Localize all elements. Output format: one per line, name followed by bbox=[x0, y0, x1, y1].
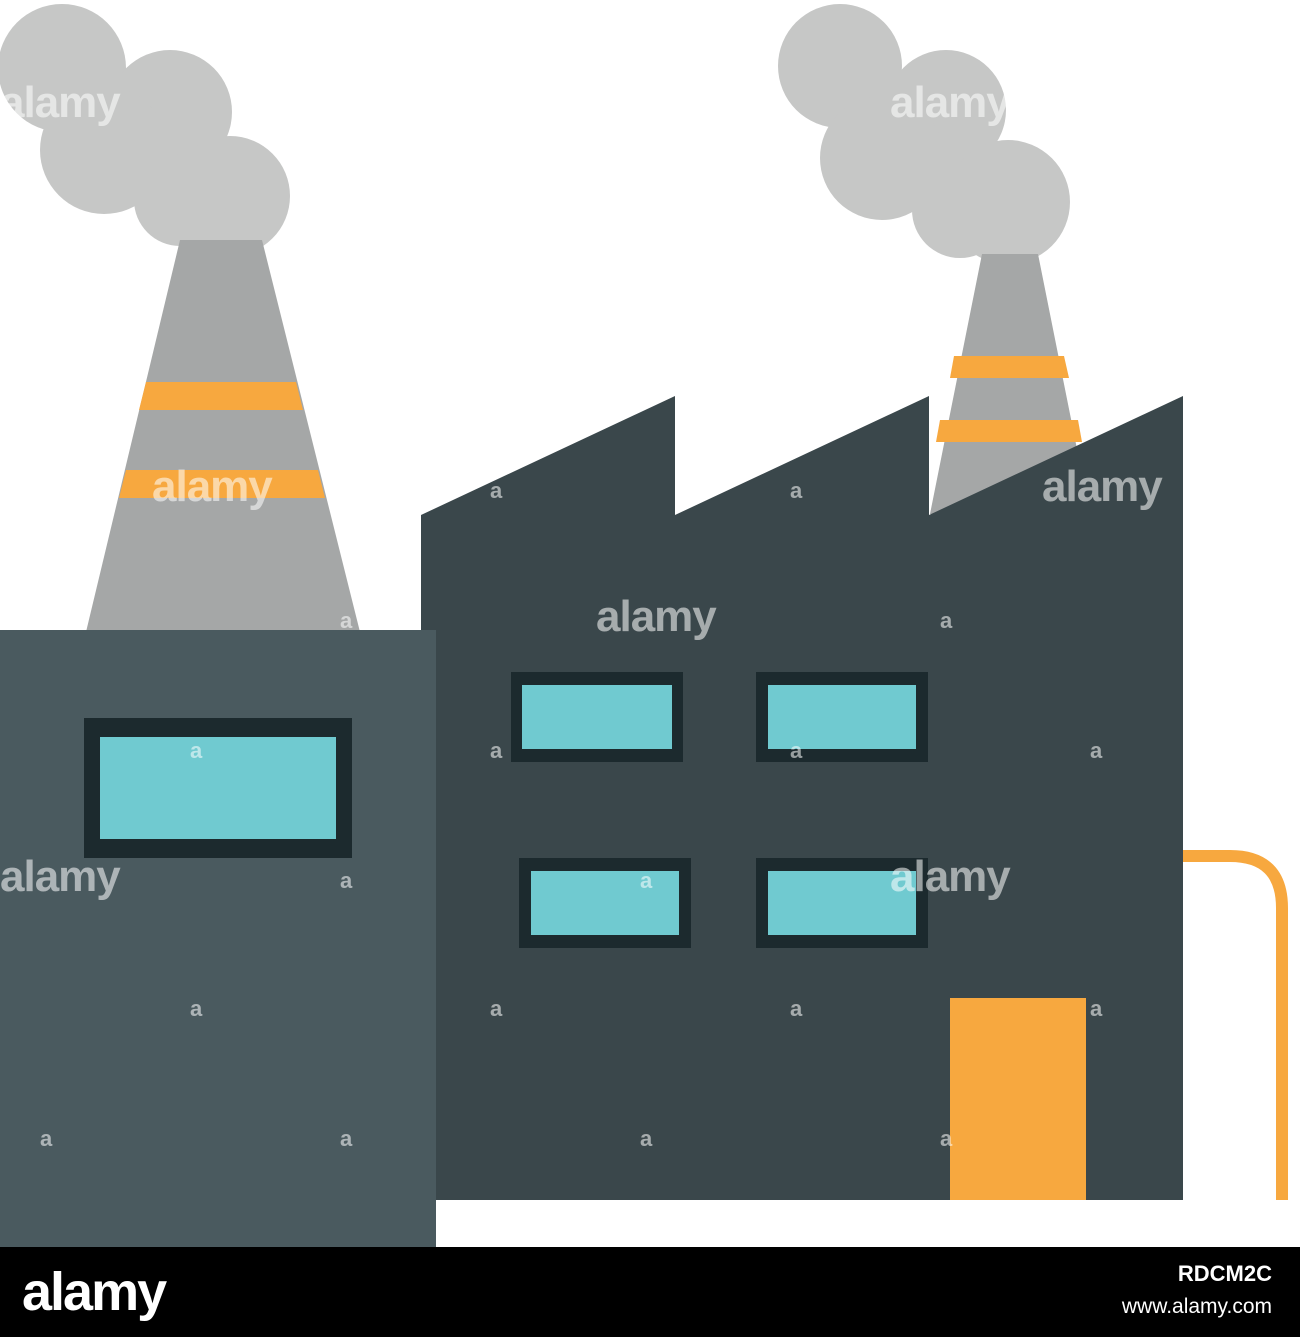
right-chimney-stripe-top bbox=[950, 356, 1069, 378]
left-chimney-stripe-top bbox=[139, 382, 303, 410]
window-top-left bbox=[511, 672, 683, 762]
site-url-label: www.alamy.com bbox=[1121, 1295, 1272, 1318]
left-chimney-stripe-bottom bbox=[119, 470, 325, 498]
left-smoke bbox=[0, 4, 290, 256]
right-chimney bbox=[930, 254, 1090, 514]
window-bottom-right bbox=[756, 858, 928, 948]
left-chimney bbox=[86, 240, 360, 632]
factory-illustration: alamy alamy alamy alamy alamy alamy alam… bbox=[0, 4, 1288, 1247]
window-top-right bbox=[756, 672, 928, 762]
window-bottom-left bbox=[519, 858, 691, 948]
right-chimney-stripe-bottom bbox=[936, 420, 1082, 442]
pipe bbox=[1183, 850, 1288, 1200]
front-window bbox=[84, 718, 352, 858]
footer-bar: alamy RDCM2C www.alamy.com bbox=[0, 1247, 1300, 1337]
door bbox=[950, 998, 1086, 1200]
right-smoke bbox=[778, 4, 1070, 264]
factory-svg bbox=[0, 4, 1288, 1247]
footer-logo: alamy bbox=[22, 1262, 167, 1322]
image-id-label: RDCM2C bbox=[1177, 1261, 1272, 1286]
